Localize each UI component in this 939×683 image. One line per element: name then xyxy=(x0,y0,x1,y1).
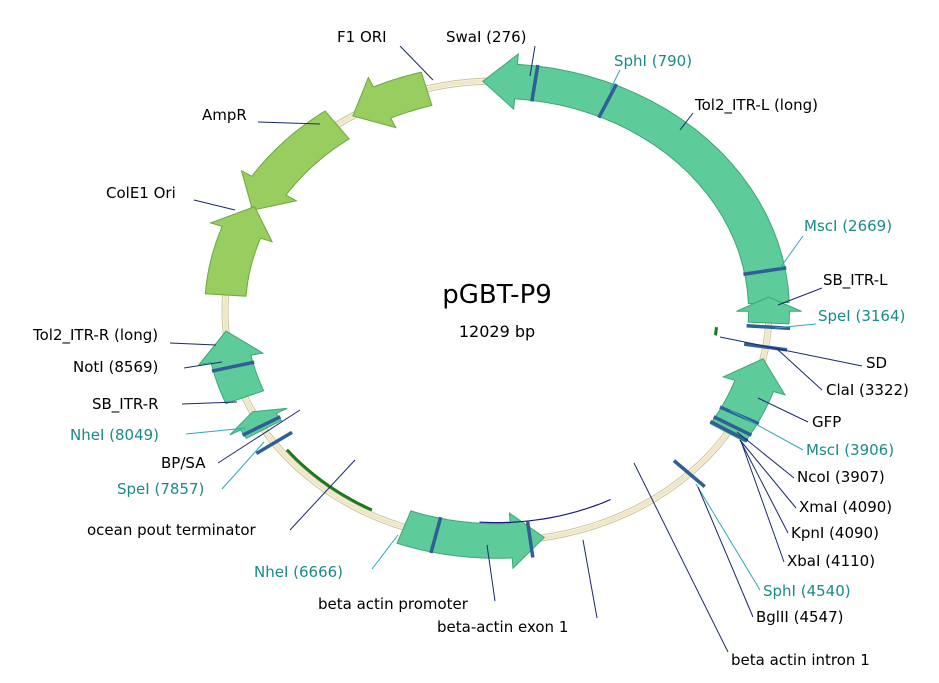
label-beta-actin-exon-1: beta-actin exon 1 xyxy=(437,618,568,636)
label-kpni-4090: KpnI (4090) xyxy=(791,524,879,542)
feature-gfp xyxy=(709,358,787,443)
lead-sphi-4540 xyxy=(695,483,761,591)
feature-ocean-pout-terminator xyxy=(285,448,373,512)
mark-msci-2669 xyxy=(743,266,787,276)
mark-nhei-8049 xyxy=(241,415,282,437)
feature-sb-itr-l xyxy=(736,296,802,325)
lead-kpni xyxy=(739,439,789,534)
lead-tol2-itr-r xyxy=(169,342,217,346)
lead-ampr xyxy=(257,121,321,125)
lead-xbai xyxy=(741,443,785,563)
feature-f1-ori xyxy=(352,71,433,129)
lead-cole1-ori xyxy=(193,199,236,211)
label-clai-3322: ClaI (3322) xyxy=(826,381,909,399)
feature-sd xyxy=(713,327,718,336)
label-tol2-itr-l: Tol2_ITR-L (long) xyxy=(694,96,818,115)
label-nhei-8049: NheI (8049) xyxy=(70,426,159,444)
label-tol2-itr-r: Tol2_ITR-R (long) xyxy=(32,326,158,345)
lead-bp-sa xyxy=(217,409,301,464)
mark-swai xyxy=(530,64,540,102)
feature-layer xyxy=(197,52,802,570)
label-sd: SD xyxy=(866,354,887,372)
label-gfp: GFP xyxy=(812,413,841,431)
label-sb-itr-r: SB_ITR-R xyxy=(92,395,159,414)
leader-line-layer xyxy=(169,45,863,653)
lead-msci-3906 xyxy=(729,409,804,451)
lead-f1-ori xyxy=(399,45,434,81)
label-bglii-4547: BglII (4547) xyxy=(756,608,843,626)
label-spei-7857: SpeI (7857) xyxy=(117,480,204,498)
plasmid-size: 12029 bp xyxy=(459,322,535,341)
label-nhei-6666: NheI (6666) xyxy=(254,563,343,581)
mark-sphi-4540 xyxy=(672,459,706,488)
label-ocean-pout-terminator: ocean pout terminator xyxy=(87,521,257,539)
lead-intron xyxy=(633,462,729,653)
plasmid-name: pGBT-P9 xyxy=(442,280,552,310)
label-bp-sa: BP/SA xyxy=(161,454,206,472)
feature-ampr xyxy=(240,110,350,211)
label-sphi-4540: SphI (4540) xyxy=(763,582,851,600)
lead-clai xyxy=(775,347,823,391)
lead-spei-7857 xyxy=(221,441,265,490)
label-sphi-790: SphI (790) xyxy=(614,52,692,70)
label-xmai-4090: XmaI (4090) xyxy=(799,498,892,516)
mark-xbai xyxy=(709,420,749,443)
mark-spei-7857 xyxy=(255,430,293,455)
lead-promoter xyxy=(486,544,496,602)
lead-xmai xyxy=(739,439,797,509)
lead-spei-3164 xyxy=(774,323,817,329)
mark-spei-3164 xyxy=(746,324,791,331)
lead-gfp xyxy=(757,397,809,423)
mark-nhei-6666 xyxy=(429,516,443,554)
lead-exon xyxy=(582,539,598,619)
lead-ncoi xyxy=(736,431,795,479)
label-beta-actin-intron-1: beta actin intron 1 xyxy=(731,651,870,669)
lead-sd xyxy=(719,336,863,367)
label-msci-2669: MscI (2669) xyxy=(804,217,892,235)
label-msci-3906: MscI (3906) xyxy=(806,441,894,459)
lead-tol2-itr-l xyxy=(679,112,694,131)
label-beta-actin-promoter: beta actin promoter xyxy=(318,595,469,613)
feature-beta-actin-intron-1 xyxy=(479,498,611,524)
lead-sphi-790 xyxy=(609,69,621,91)
lead-noti xyxy=(183,361,223,369)
label-xbai-4110: XbaI (4110) xyxy=(787,552,875,570)
label-cole1-ori: ColE1 Ori xyxy=(106,184,176,202)
lead-nhei-6666 xyxy=(371,534,399,570)
lead-nhei-8049 xyxy=(185,427,247,435)
mark-bglii xyxy=(525,520,535,558)
mark-noti xyxy=(211,360,255,373)
label-f1-ori: F1 ORI xyxy=(337,28,387,46)
label-ampr: AmpR xyxy=(202,106,247,124)
feature-cole1-ori xyxy=(204,205,274,297)
lead-sb-itr-r xyxy=(181,401,238,405)
mark-ncoi xyxy=(712,415,753,437)
label-swai-276: SwaI (276) xyxy=(446,28,527,46)
lead-msci-2669 xyxy=(779,235,804,269)
lead-sb-itr-l xyxy=(777,287,823,306)
lead-bglii xyxy=(697,486,754,618)
label-ncoi-3907: NcoI (3907) xyxy=(797,468,885,486)
label-sb-itr-l: SB_ITR-L xyxy=(823,271,888,290)
feature-tol2-itr-l xyxy=(482,52,790,305)
label-noti-8569: NotI (8569) xyxy=(73,358,158,376)
feature-beta-actin-promoter xyxy=(396,510,545,570)
lead-swai xyxy=(529,45,536,77)
lead-ocean-pout xyxy=(289,459,356,531)
label-spei-3164: SpeI (3164) xyxy=(818,307,905,325)
mark-sphi-790 xyxy=(597,83,619,119)
